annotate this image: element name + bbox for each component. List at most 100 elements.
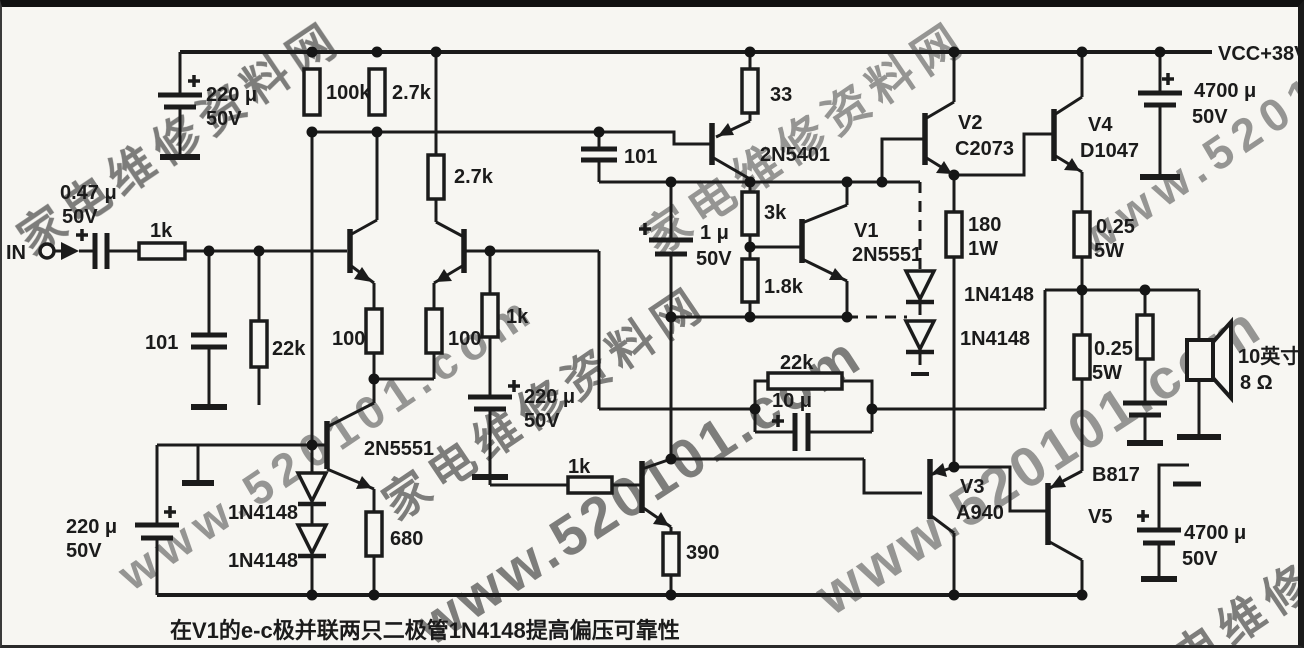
diodes-bottom-left [295, 471, 329, 559]
resistor-025-b [1072, 333, 1092, 381]
cap-4700u-bottom-value: 4700 μ [1184, 522, 1246, 544]
cap-101-input-value: 101 [145, 332, 178, 354]
speaker-impedance-label: 8 Ω [1240, 372, 1273, 394]
cap-1u-value: 1 μ [700, 222, 729, 244]
arrow-diff-left [354, 267, 372, 282]
resistor-3k-label: 3k [764, 202, 787, 224]
arrow-2n5401 [718, 123, 734, 136]
cap-220u-mid [468, 380, 520, 480]
diode-1n4148-c [903, 269, 937, 303]
watermarks: 家电维修资料网 www.520101.com 家电维修资料网 www.52010… [9, 7, 1298, 645]
speaker-size-label: 10英寸 [1238, 344, 1298, 368]
resistor-1k-input [137, 241, 187, 261]
emitter-arrows [354, 123, 1080, 526]
arrow-vas [653, 512, 669, 526]
resistor-22k-fb-label: 22k [780, 352, 814, 374]
diode-1n4148-a-label: 1N4148 [228, 502, 298, 524]
resistor-180-label: 180 [968, 214, 1001, 236]
resistor-1k8 [740, 257, 760, 304]
vcc-label: VCC+38V [1218, 43, 1298, 65]
cap-220u-bottomleft [135, 480, 214, 541]
cap-220u-mid-voltage: 50V [524, 410, 560, 432]
input-terminal: IN [6, 242, 79, 264]
arrow-v3 [932, 463, 947, 477]
resistor-22k-input [249, 319, 269, 369]
resistor-025-b-label: 0.25 [1094, 338, 1133, 360]
transistor-v2-type: C2073 [955, 138, 1014, 160]
cap-1u-voltage: 50V [696, 248, 732, 270]
transistor-cs-label: 2N5551 [364, 438, 434, 460]
resistor-100k [302, 67, 322, 117]
transistor-v4-type: D1047 [1080, 140, 1139, 162]
diode-1n4148-d [903, 319, 937, 353]
cap-10u [772, 413, 811, 451]
cap-101-mid [581, 146, 617, 163]
arrow-diff-right [436, 269, 452, 282]
input-jack-icon [38, 242, 56, 260]
cap-220u-bl-voltage: 50V [66, 540, 102, 562]
resistor-zobel [1135, 313, 1155, 361]
cap-zobel [1123, 400, 1167, 446]
arrow-cs [356, 476, 372, 489]
transistor-v4-ref: V4 [1088, 114, 1113, 136]
diode-1n4148-c-label: 1N4148 [964, 284, 1034, 306]
resistor-22k-fb [766, 371, 844, 391]
speaker-icon [1185, 338, 1215, 382]
cap-topleft-voltage: 50V [206, 108, 242, 130]
transistors [324, 109, 1057, 545]
cap-input-voltage: 50V [62, 206, 98, 228]
diode-1n4148-b-label: 1N4148 [228, 550, 298, 572]
resistor-180 [944, 210, 964, 259]
resistor-680-label: 680 [390, 528, 423, 550]
cap-101-mid-value: 101 [624, 146, 657, 168]
cap-1u [639, 223, 693, 257]
transistor-2n5401-label: 2N5401 [760, 144, 830, 166]
resistor-390 [661, 531, 681, 577]
diodes-bias-mod [903, 269, 937, 355]
cap-topleft-220u [158, 75, 202, 160]
resistor-1k-fb [480, 292, 500, 339]
resistor-33-label: 33 [770, 84, 792, 106]
speaker-horn-icon [1211, 316, 1233, 404]
cap-10u-value: 10 μ [772, 390, 812, 412]
resistor-1k8-label: 1.8k [764, 276, 804, 298]
resistor-180-watt: 1W [968, 238, 998, 260]
cap-4700u-top-value: 4700 μ [1194, 80, 1256, 102]
resistor-100-b [424, 307, 444, 355]
speaker [1177, 316, 1233, 440]
resistor-1k-vas [566, 475, 614, 495]
arrow-v4 [1064, 158, 1080, 171]
resistor-390-label: 390 [686, 542, 719, 564]
resistor-33 [740, 67, 760, 115]
diode-1n4148-d-label: 1N4148 [960, 328, 1030, 350]
transistor-v5-type: B817 [1092, 464, 1140, 486]
cap-input-value: 0.47 μ [60, 182, 117, 204]
signal-arrow-icon [61, 242, 79, 260]
diode-1n4148-a [295, 471, 329, 505]
cap-4700u-top [1138, 73, 1182, 180]
arrow-v5 [1050, 475, 1066, 488]
resistor-100-a-label: 100 [332, 328, 365, 350]
input-label: IN [6, 242, 26, 264]
transistor-v5-ref: V5 [1088, 506, 1112, 528]
resistor-2k7-a [367, 67, 387, 117]
resistor-2k7-b-label: 2.7k [454, 166, 494, 188]
resistor-100k-label: 100k [326, 82, 371, 104]
cap-220u-mid-value: 220 μ [524, 386, 575, 408]
cap-4700u-top-voltage: 50V [1192, 106, 1228, 128]
resistor-1k-vas-label: 1k [568, 456, 591, 478]
resistor-3k [740, 190, 760, 237]
caption-note: 在V1的e-c极并联两只二极管1N4148提高偏压可靠性 [170, 618, 680, 643]
dashed-mod-wires [847, 182, 922, 371]
resistor-2k7-a-label: 2.7k [392, 82, 432, 104]
cap-input-0u47 [76, 229, 110, 269]
resistor-100-b-label: 100 [448, 328, 481, 350]
resistor-680 [364, 510, 384, 558]
resistor-025-a [1072, 210, 1092, 259]
resistor-22k-input-label: 22k [272, 338, 306, 360]
transistor-v1-type: 2N5551 [852, 244, 922, 266]
resistor-1k-input-label: 1k [150, 220, 173, 242]
arrow-v1 [829, 268, 845, 280]
cap-4700u-bottom-voltage: 50V [1182, 548, 1218, 570]
